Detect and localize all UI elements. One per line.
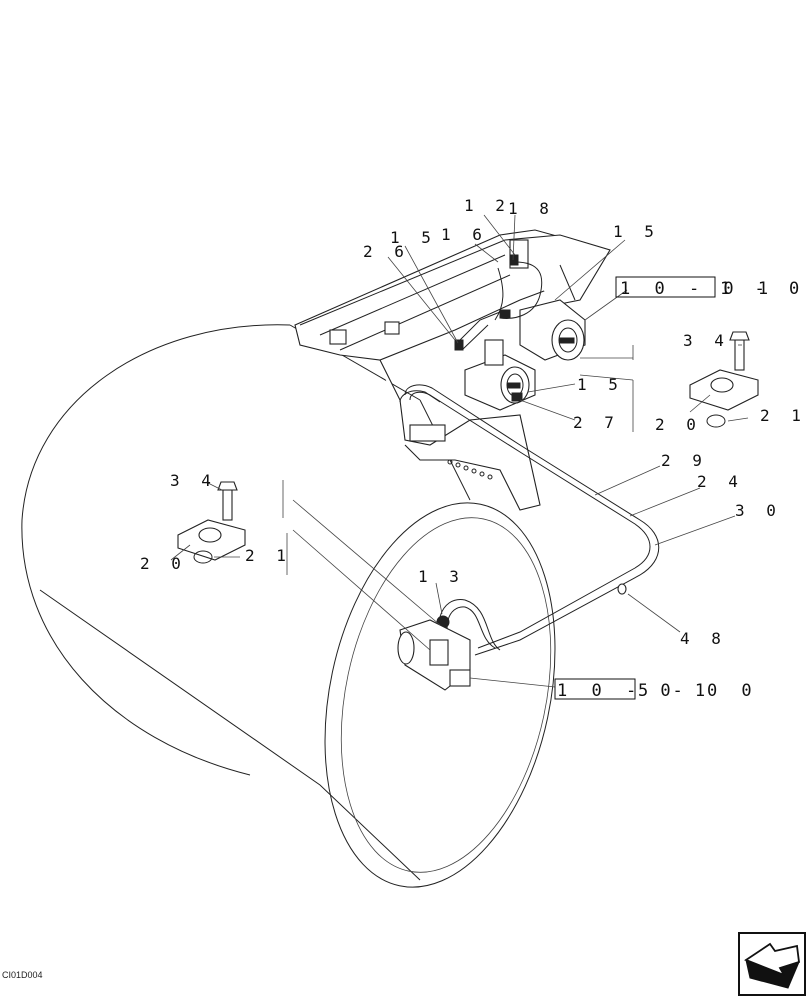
callout-48: 4 8 (680, 629, 727, 648)
callout-29: 2 9 (661, 451, 708, 470)
machine-frame (294, 229, 611, 511)
callout-34a: 3 4 (683, 331, 730, 350)
flange-left (177, 481, 246, 564)
reference-bottom-box (554, 678, 636, 700)
reference-top-rest-text: 1 - 0 0 (720, 279, 812, 299)
callout-18: 1 8 (508, 199, 555, 218)
reference-bottom-boxed-text: 1 0 - 0 1 (557, 681, 712, 701)
callout-13: 1 3 (418, 567, 465, 586)
next-page-arrow-icon[interactable] (738, 932, 806, 996)
callout-27: 2 7 (573, 413, 620, 432)
leader-lines (170, 214, 749, 688)
callout-26: 2 6 (363, 242, 410, 261)
reference-top-boxed-text: 1 0 - 0 1 (620, 279, 775, 299)
callout-16: 1 6 (441, 225, 488, 244)
callout-15b: 1 5 (613, 222, 660, 241)
reference-bottom[interactable]: 1 0 - 0 1 5 - 0 0 (554, 678, 759, 701)
callout-15c: 1 5 (577, 375, 624, 394)
drum (21, 324, 556, 888)
callout-21b: 2 1 (245, 546, 292, 565)
callout-21a: 2 1 (760, 406, 807, 425)
hydraulic-hoses (399, 261, 660, 656)
callout-20a: 2 0 (655, 415, 702, 434)
callout-15a: 1 5 (390, 228, 437, 247)
bolt-holes (447, 459, 493, 480)
reference-bottom-rest-text: 5 - 0 0 (638, 681, 759, 701)
drawing-code: CI01D004 (2, 970, 43, 980)
callout-30: 3 0 (735, 501, 782, 520)
callout-12: 1 2 (464, 196, 511, 215)
reference-top[interactable]: 1 0 - 0 1 1 - 0 0 (615, 276, 812, 299)
callout-34b: 3 4 (170, 471, 217, 490)
callouts: 1 2 1 8 1 5 1 6 1 5 2 6 1 5 2 7 3 4 2 0 … (140, 196, 807, 648)
callout-20b: 2 0 (140, 554, 187, 573)
reference-top-box (615, 276, 716, 298)
flange-right (689, 331, 759, 428)
drum-motor (397, 619, 471, 691)
callout-24: 2 4 (697, 472, 744, 491)
